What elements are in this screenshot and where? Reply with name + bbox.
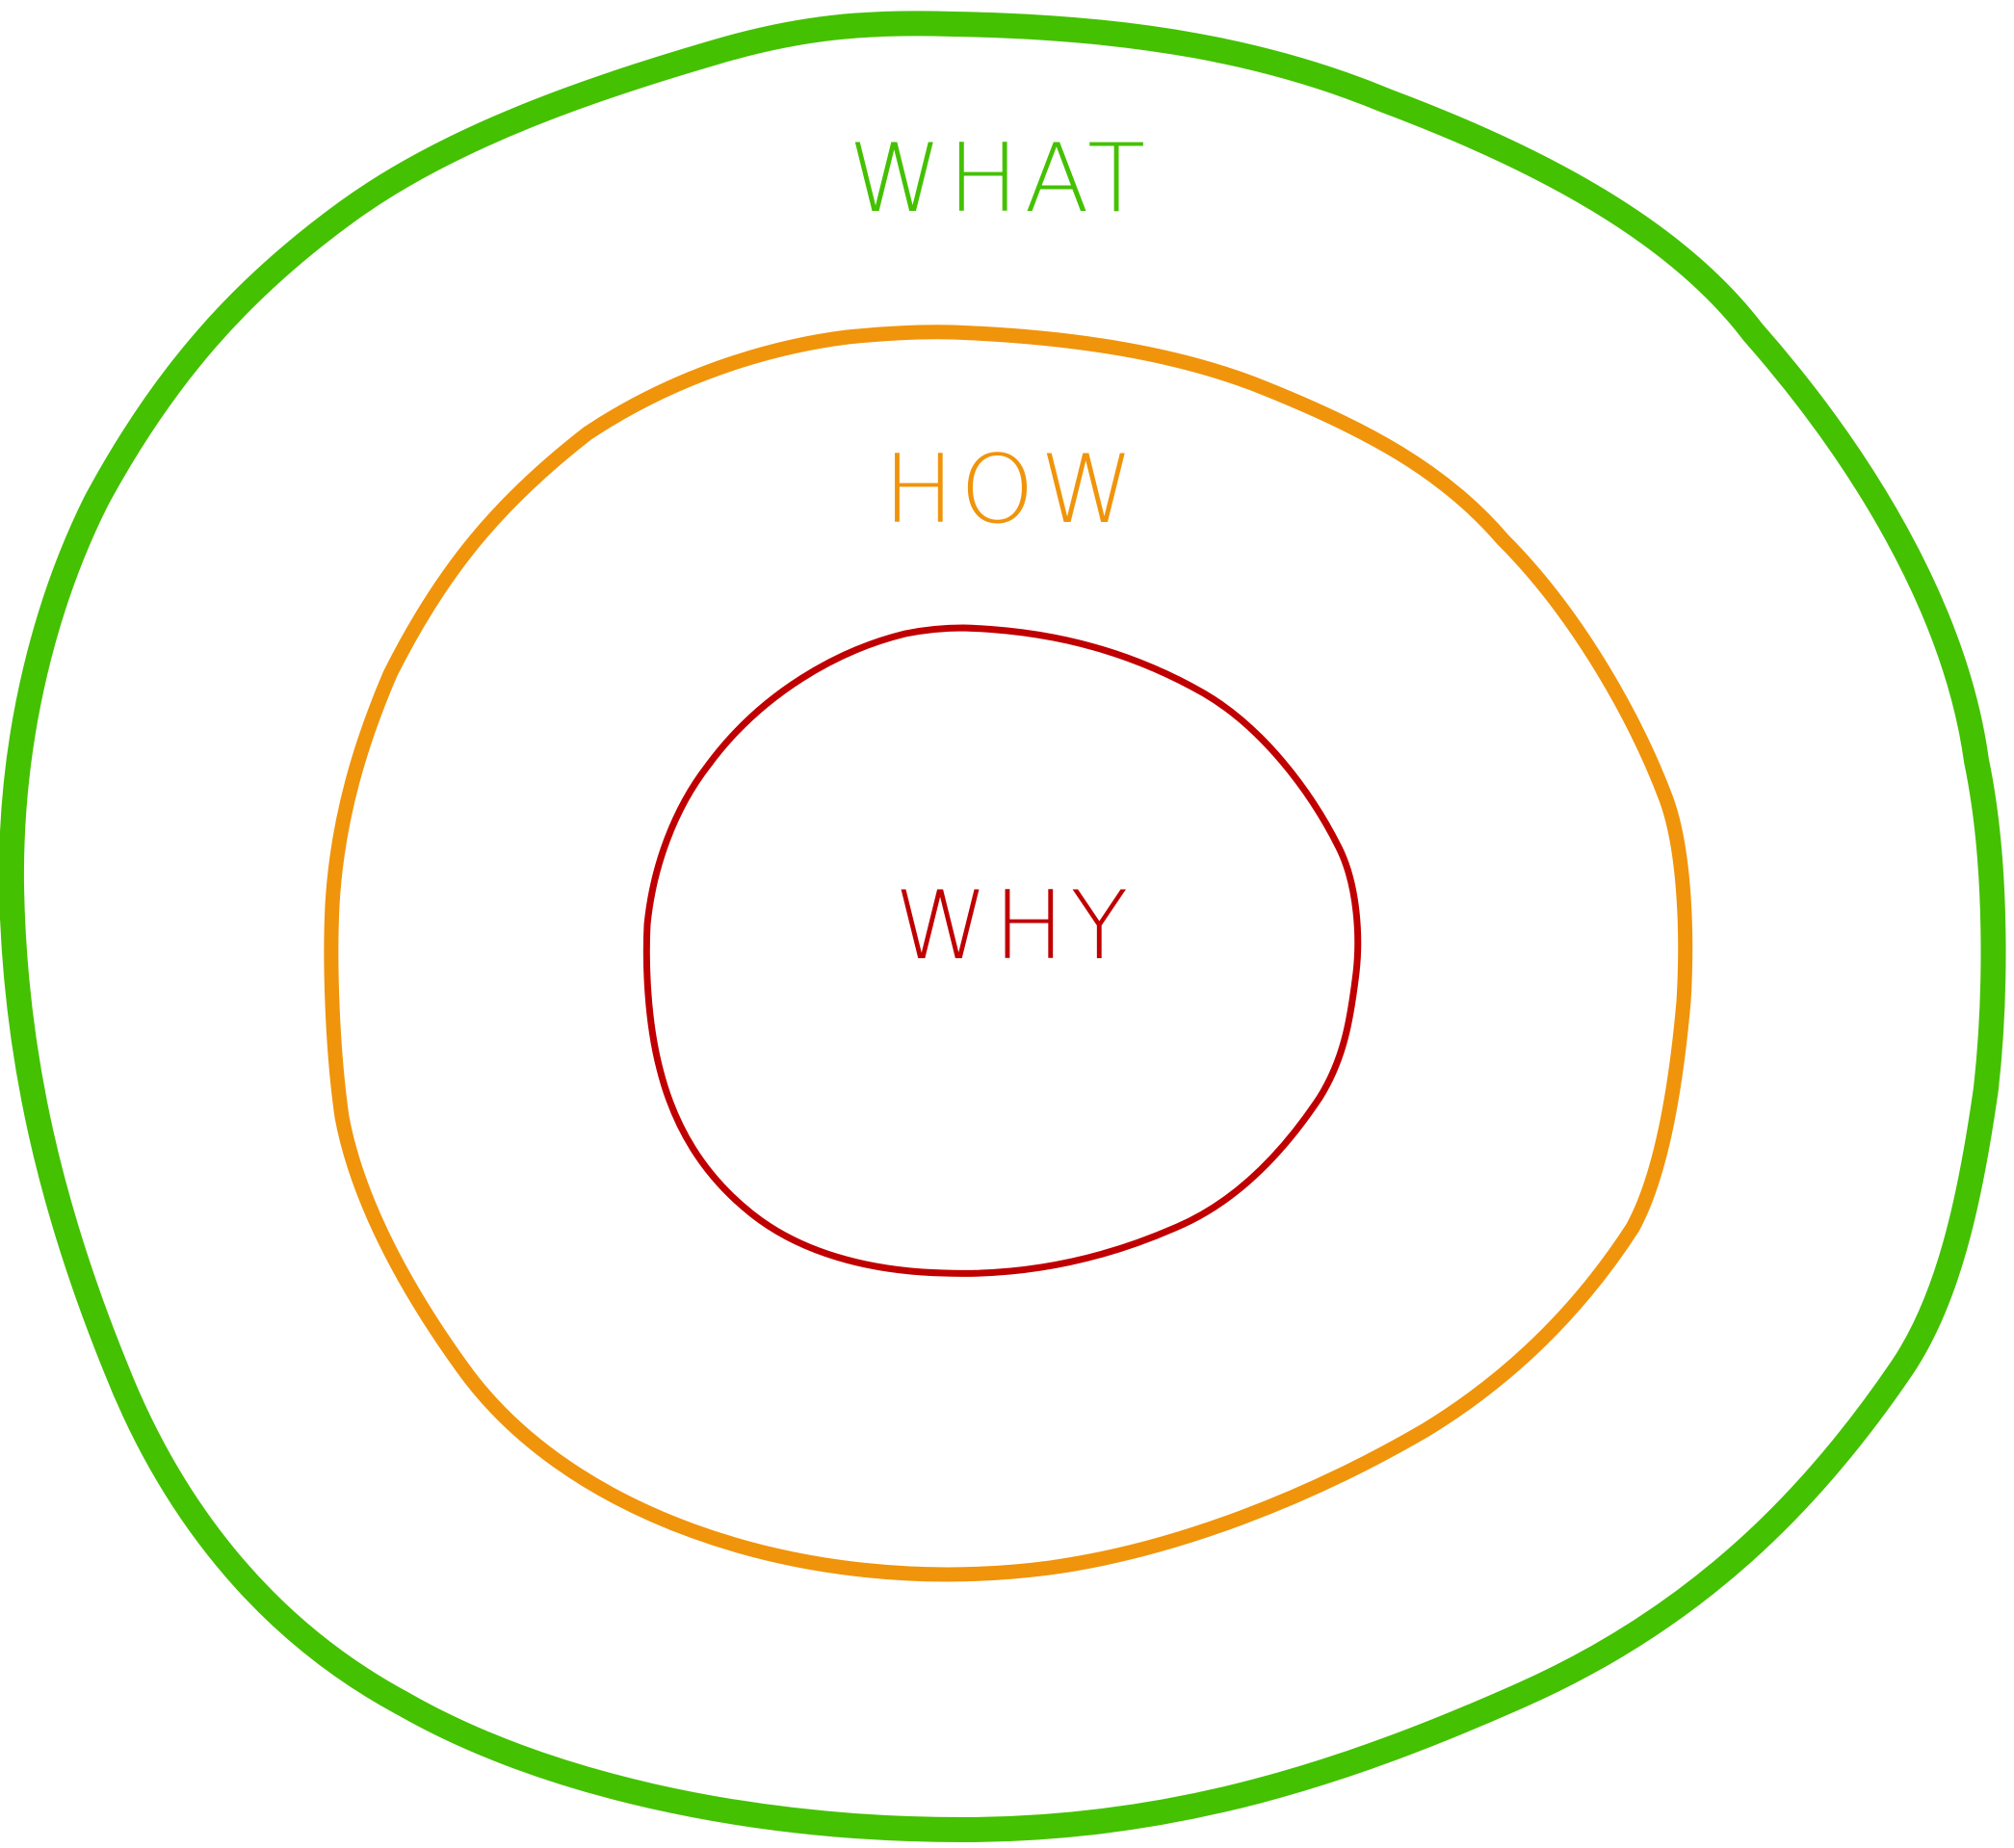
ring-label-how: HOW: [883, 435, 1139, 545]
ring-middle: [324, 325, 1693, 1582]
ring-outer: [0, 11, 2006, 1842]
ring-label-why: WHY: [895, 872, 1134, 981]
ring-label-what: WHAT: [849, 124, 1151, 234]
ring-inner: [642, 624, 1362, 1277]
